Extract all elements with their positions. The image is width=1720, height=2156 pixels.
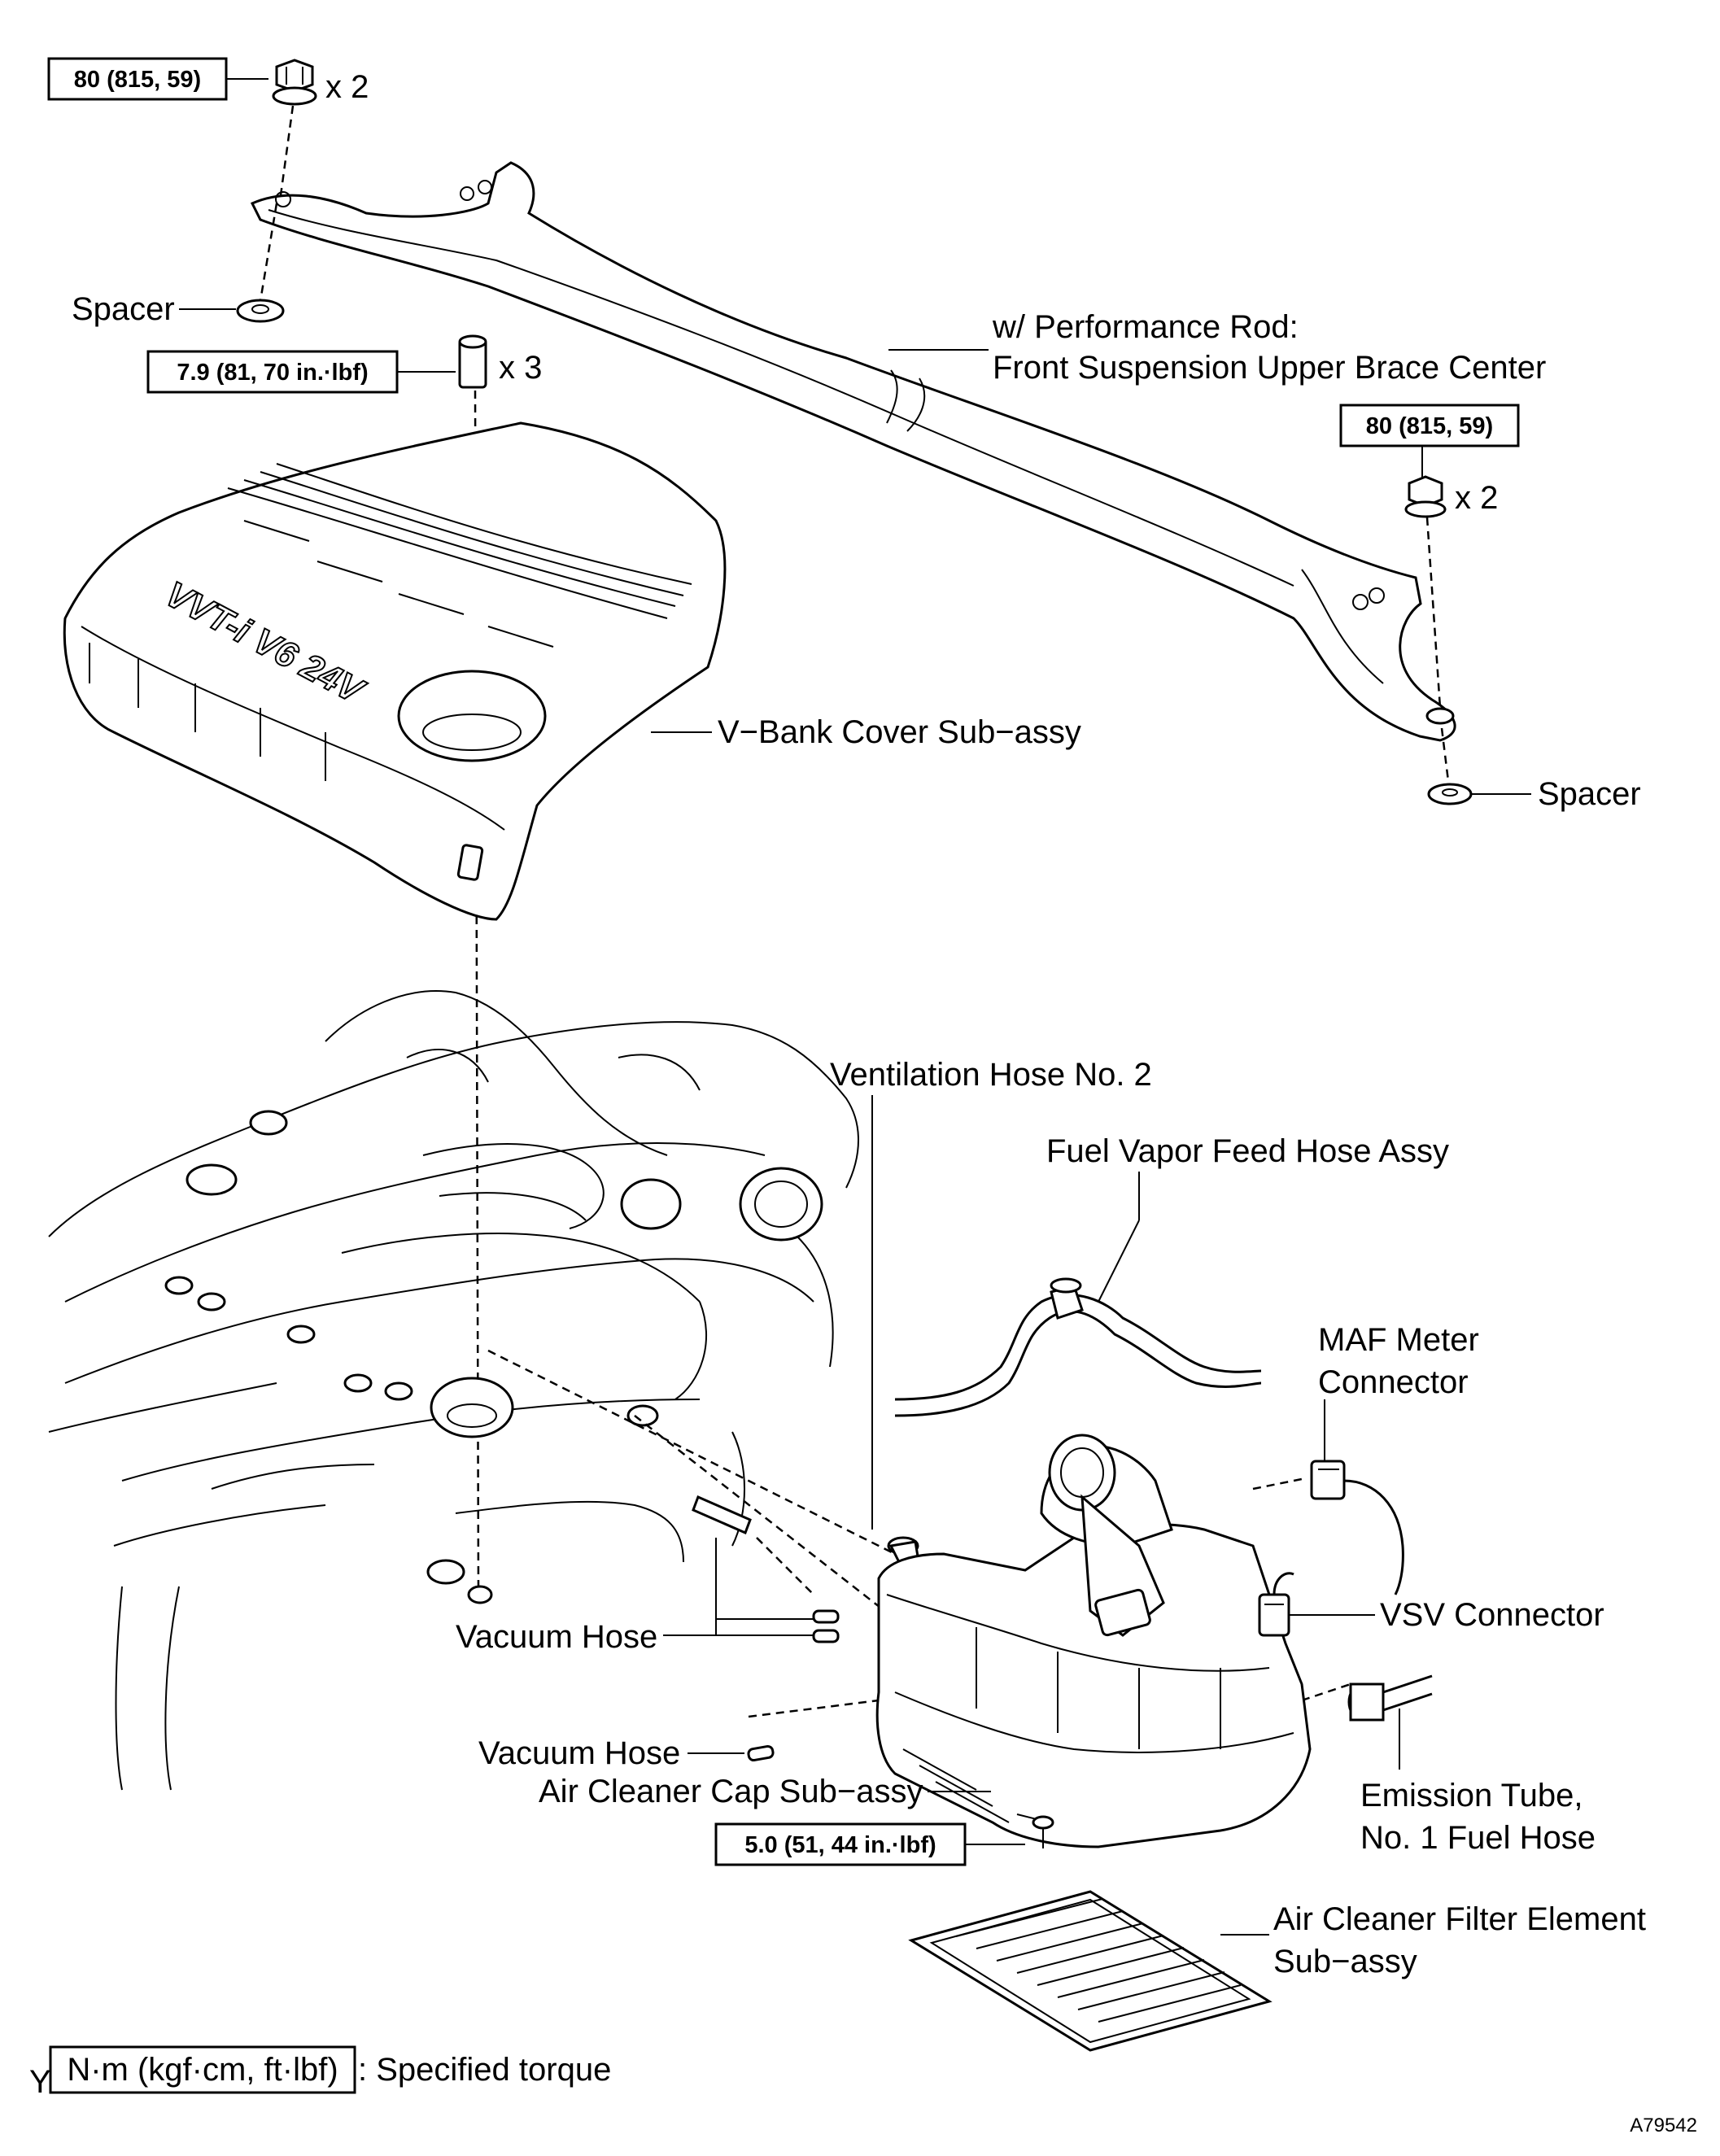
vacuum-hose-pair (812, 1609, 840, 1643)
torque-callout-vbank: 7.9 (81, 70 in.·lbf) (146, 350, 456, 394)
torque-callout-upper-left: 80 (815, 59) (47, 57, 268, 101)
spacer-left (236, 299, 285, 323)
maf-connector-label-line2: Connector (1318, 1364, 1469, 1400)
legend-unit-box: N·m (kgf·cm, ft·lbf) (67, 2052, 338, 2088)
vacuum-hose-small (747, 1744, 775, 1762)
legend-description: : Specified torque (358, 2052, 611, 2088)
torque-value-vbank: 7.9 (81, 70 in.·lbf) (177, 360, 368, 386)
spacer-right (1427, 783, 1473, 805)
torque-value-right: 80 (815, 59) (1366, 413, 1493, 439)
spacer-right-label: Spacer (1538, 776, 1641, 812)
emission-tube-fuel-hose (1347, 1674, 1433, 1722)
ventilation-hose-label: Ventilation Hose No. 2 (830, 1057, 1152, 1093)
torque-value-air-cleaner: 5.0 (51, 44 in.·lbf) (744, 1832, 936, 1858)
upper-left-nut (272, 59, 317, 106)
figure-id: A79542 (1630, 2115, 1697, 2136)
vsv-connector-label: VSV Connector (1380, 1597, 1604, 1633)
vacuum-hose-label-2: Vacuum Hose (478, 1735, 680, 1771)
filter-element-label-line2: Sub−assy (1273, 1944, 1417, 1979)
spacer-left-label: Spacer (72, 291, 175, 327)
air-cleaner-bolt (1032, 1815, 1054, 1848)
right-nut (1404, 475, 1447, 518)
emission-tube-label-line2: No. 1 Fuel Hose (1360, 1820, 1596, 1856)
performance-rod-label-line1: w/ Performance Rod: (992, 309, 1299, 345)
fuel-vapor-hose-label: Fuel Vapor Feed Hose Assy (1046, 1133, 1449, 1169)
torque-value-upper-left: 80 (815, 59) (74, 67, 201, 93)
vbank-cover: VVT-i V6 24V (63, 421, 727, 921)
front-suspension-upper-brace (250, 161, 1456, 742)
maf-meter-connector (1310, 1460, 1404, 1595)
vsv-connector (1258, 1572, 1294, 1637)
air-cleaner-filter-element (908, 1890, 1273, 2052)
vacuum-hose-short-tube (692, 1495, 752, 1535)
torque-callout-right: 80 (815, 59) (1339, 404, 1520, 480)
performance-rod-label-line2: Front Suspension Upper Brace Center (993, 350, 1546, 386)
torque-callout-air-cleaner: 5.0 (51, 44 in.·lbf) (714, 1822, 1025, 1866)
torque-legend: Y N·m (kgf·cm, ft·lbf) : Specified torqu… (29, 2045, 611, 2100)
vbank-bolt-qty: x 3 (499, 350, 542, 386)
fuel-vapor-feed-hose (894, 1277, 1262, 1417)
engine-assembly (48, 990, 859, 1791)
vacuum-hose-label-1: Vacuum Hose (456, 1619, 657, 1655)
maf-connector-label-line1: MAF Meter (1318, 1322, 1479, 1358)
air-cleaner-cap-label: Air Cleaner Cap Sub−assy (539, 1774, 923, 1809)
filter-element-label-line1: Air Cleaner Filter Element (1273, 1901, 1646, 1937)
emission-tube-label-line1: Emission Tube, (1360, 1778, 1582, 1813)
air-cleaner-cap (875, 1434, 1312, 1848)
upper-left-nut-qty: x 2 (325, 69, 369, 105)
right-nut-qty: x 2 (1455, 480, 1498, 516)
vbank-cover-label: V−Bank Cover Sub−assy (718, 714, 1081, 750)
vbank-bolt (458, 334, 487, 389)
legend-marker: Y (29, 2064, 51, 2100)
